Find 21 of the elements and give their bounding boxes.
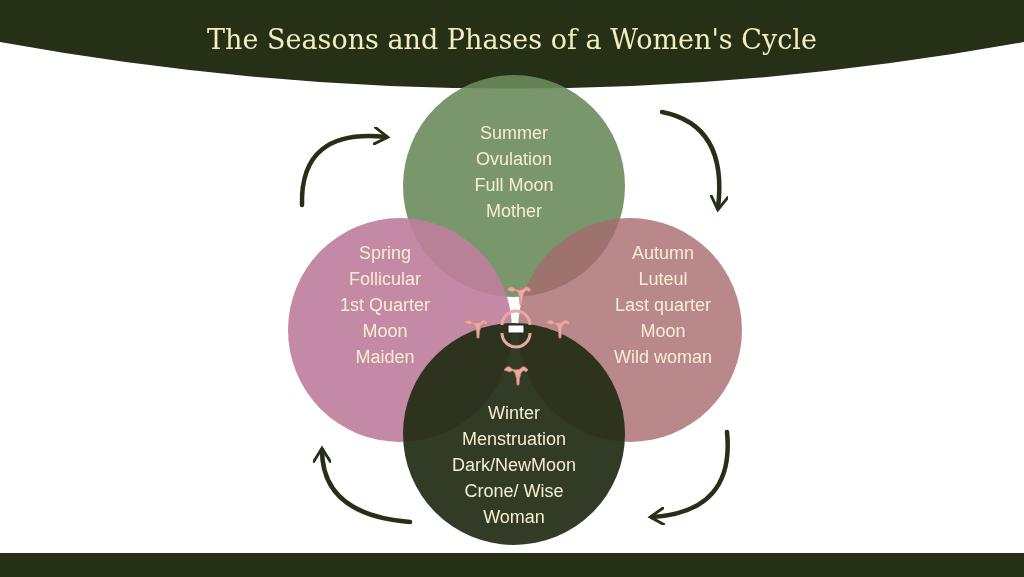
- season-name: Summer: [479, 122, 549, 145]
- phase-name: Ovulation: [474, 148, 553, 171]
- archetype-name: Wild woman: [613, 346, 713, 369]
- curved-arrow: [299, 125, 390, 208]
- curved-arrow: [659, 109, 730, 212]
- title: The Seasons and Phases of a Women's Cycle: [206, 24, 818, 55]
- phase-name: Menstruation: [460, 428, 568, 451]
- archetype-name: Crone/ Wise Woman: [463, 480, 565, 529]
- curved-arrow: [648, 429, 730, 527]
- curved-arrow: [312, 446, 413, 525]
- moon-phase: Full Moon: [473, 174, 555, 197]
- season-name: Autumn: [630, 242, 695, 265]
- moon-phase: Dark/NewMoon: [450, 454, 577, 477]
- season-name: Winter: [487, 402, 541, 425]
- moon-phase: 1st Quarter Moon: [338, 294, 431, 343]
- moon-phase: Last quarter Moon: [613, 294, 713, 343]
- phase-name: Luteul: [637, 268, 689, 291]
- archetype-name: Maiden: [354, 346, 416, 369]
- season-name: Spring: [358, 242, 412, 265]
- archetype-name: Mother: [485, 200, 543, 223]
- phase-name: Follicular: [348, 268, 422, 291]
